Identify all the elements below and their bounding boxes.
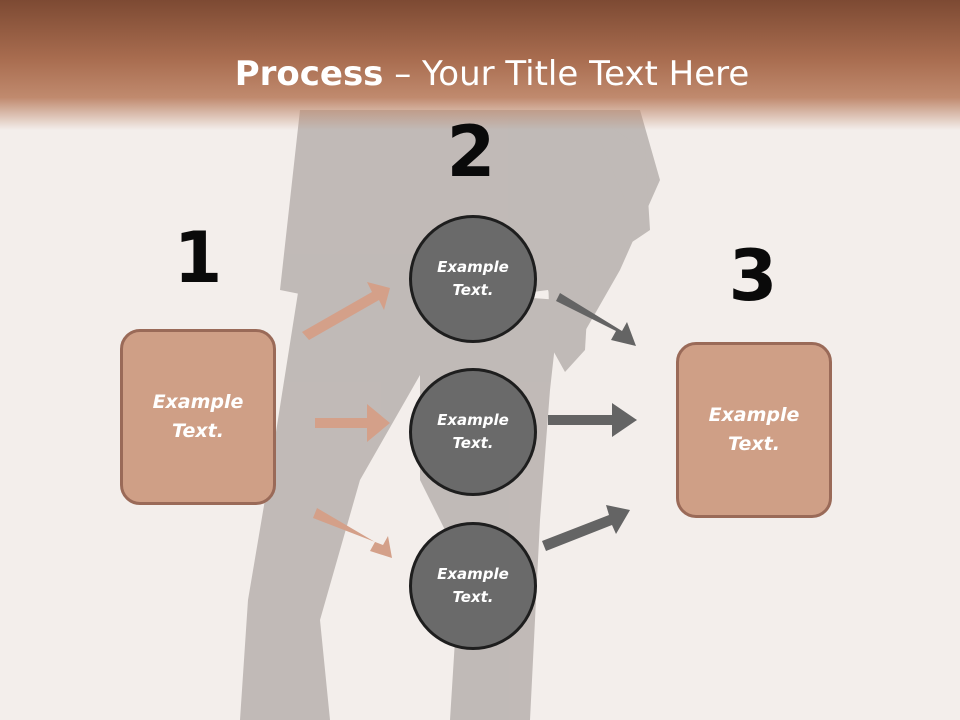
step-1-box: Example Text. xyxy=(120,329,276,505)
slide-title: Process – Your Title Text Here xyxy=(0,52,960,96)
arrow-right-up xyxy=(542,505,630,551)
arrow-left-up xyxy=(302,282,390,340)
left-arrows xyxy=(302,282,392,558)
step-2-circle-top: Example Text. xyxy=(409,215,537,343)
title-bold: Process xyxy=(234,54,384,94)
step-2-circle-bottom: Example Text. xyxy=(409,522,537,650)
step-number-3: 3 xyxy=(728,235,778,317)
arrow-left-down xyxy=(313,508,392,558)
step-1-text: Example Text. xyxy=(152,391,244,442)
step-3-box: Example Text. xyxy=(676,342,832,518)
right-arrows xyxy=(542,293,637,551)
step-2-circle-middle: Example Text. xyxy=(409,368,537,496)
step-number-1: 1 xyxy=(173,217,223,299)
step-number-2: 2 xyxy=(446,111,496,193)
arrow-left-mid xyxy=(315,404,390,442)
circle-top-text: Example Text. xyxy=(437,258,509,299)
title-rest: – Your Title Text Here xyxy=(383,54,750,94)
circle-middle-text: Example Text. xyxy=(437,411,509,452)
header-band xyxy=(0,0,960,130)
circle-bottom-text: Example Text. xyxy=(437,565,509,606)
arrow-right-down xyxy=(556,293,636,346)
arrow-right-mid xyxy=(548,403,637,437)
step-3-text: Example Text. xyxy=(708,404,800,455)
